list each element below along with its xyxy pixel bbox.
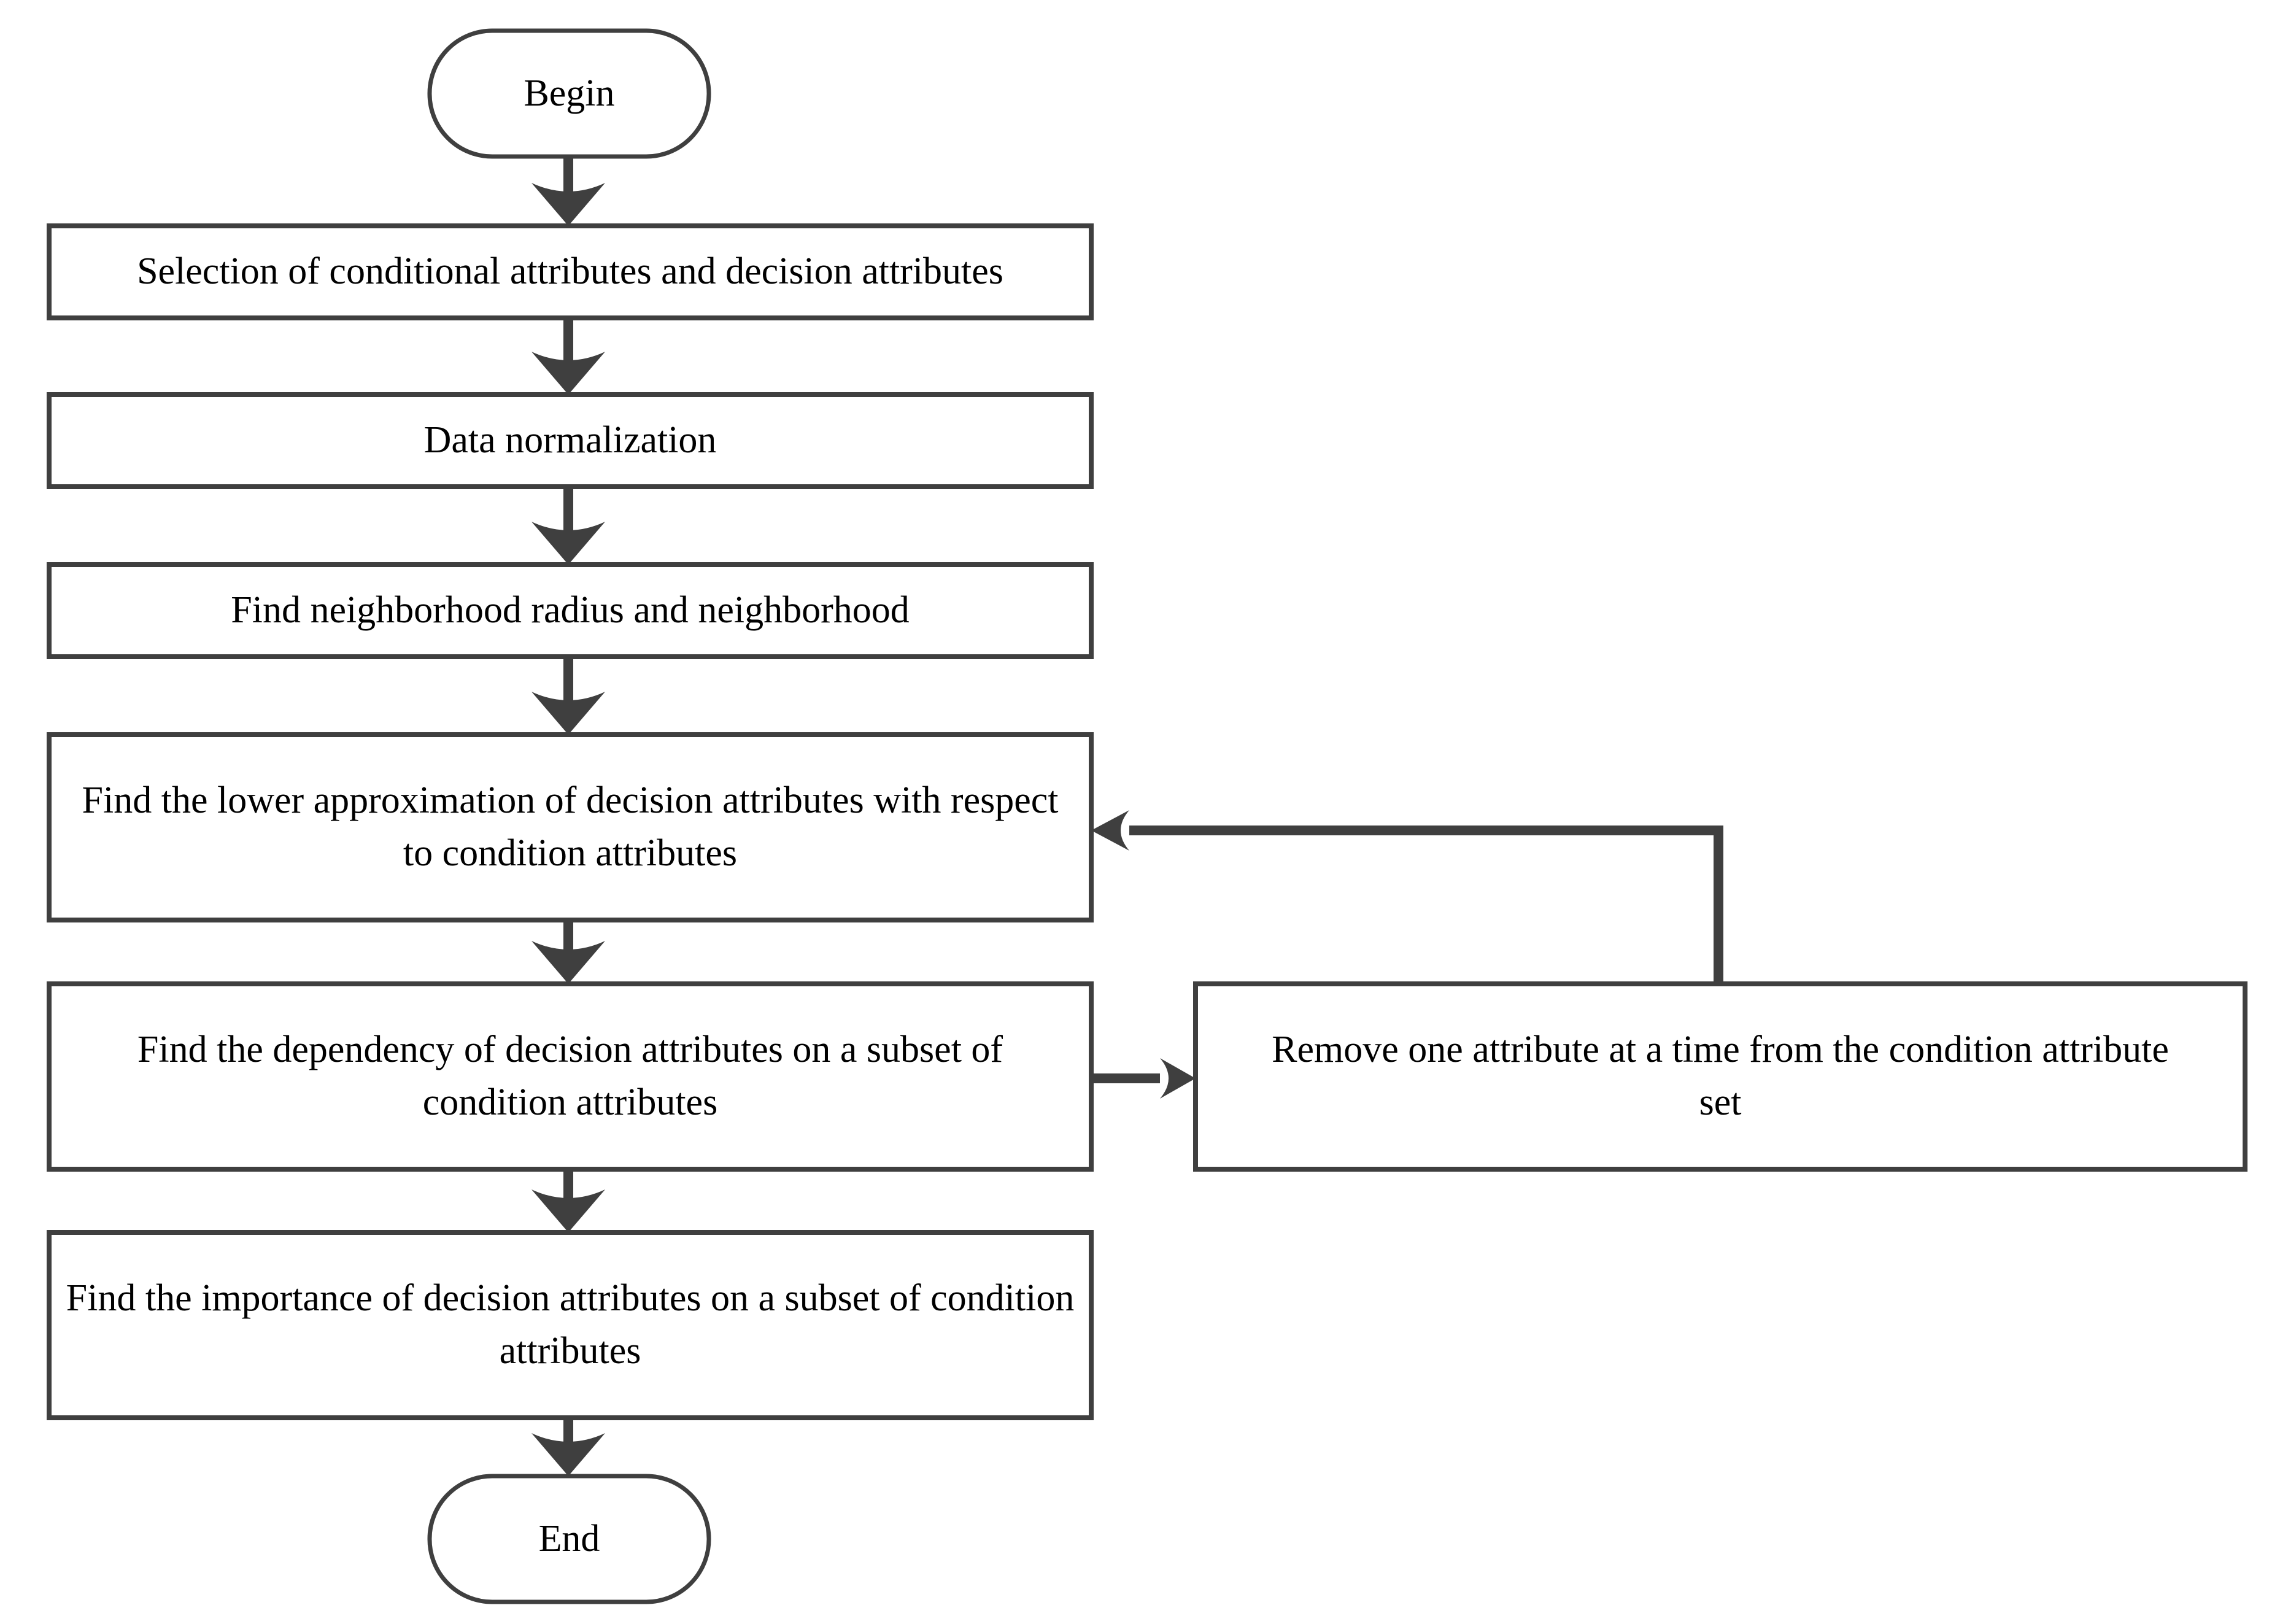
- connector-remove-attribute-to-lower-approximation: [1091, 810, 1723, 984]
- node-shape-dependency[interactable]: [47, 981, 1094, 1172]
- node-shape-normalization[interactable]: [47, 392, 1094, 489]
- node-shape-end[interactable]: [427, 1474, 711, 1604]
- connector-selection-to-normalization: [531, 318, 605, 395]
- node-shape-selection[interactable]: [47, 223, 1094, 320]
- node-shape-importance[interactable]: [47, 1230, 1094, 1420]
- connector-begin-to-selection: [531, 157, 605, 226]
- connector-neighborhood-to-lower-approximation: [531, 657, 605, 735]
- connector-importance-to-end: [531, 1418, 605, 1476]
- connector-lower-approximation-to-dependency: [531, 920, 605, 984]
- connector-normalization-to-neighborhood: [531, 487, 605, 565]
- node-shape-lower-approximation[interactable]: [47, 732, 1094, 922]
- connector-dependency-to-remove-attribute: [1091, 1058, 1196, 1099]
- node-shape-remove-attribute[interactable]: [1193, 981, 2247, 1172]
- connector-dependency-to-importance: [531, 1169, 605, 1232]
- node-shape-begin[interactable]: [427, 28, 711, 159]
- node-shape-neighborhood[interactable]: [47, 562, 1094, 659]
